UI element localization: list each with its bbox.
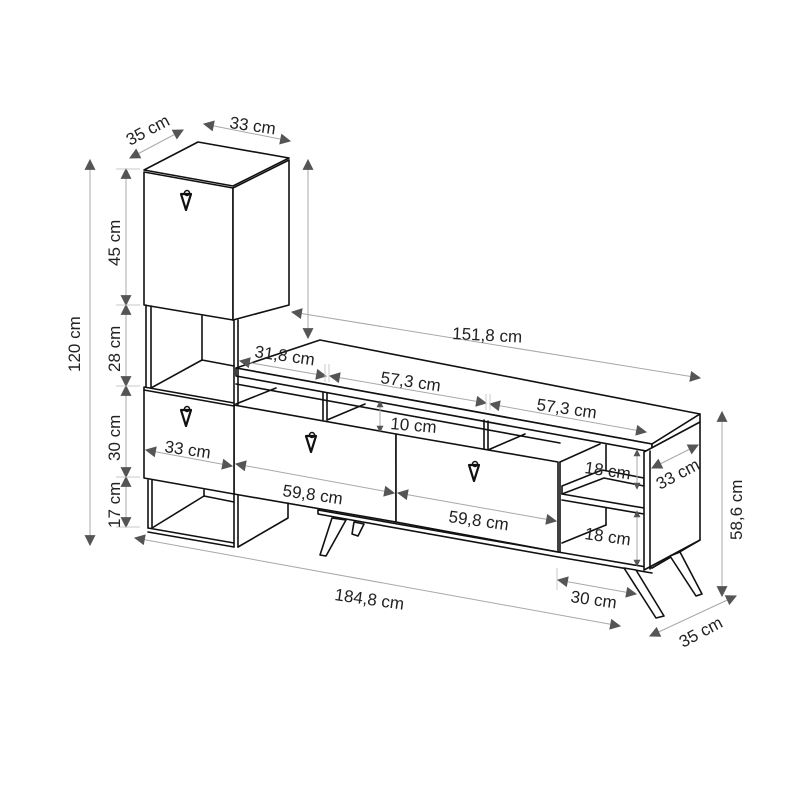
- label-unit-height: 58,6 cm: [727, 480, 746, 540]
- base-right-side: [237, 502, 289, 548]
- drawer-2: [395, 433, 559, 553]
- handle-icon: [179, 405, 193, 428]
- base-floor-back: [203, 495, 235, 503]
- label-open-shelf-height: 28 cm: [105, 326, 124, 372]
- label-lower-door-height: 30 cm: [105, 415, 124, 461]
- niche-divider-diag-3: [487, 433, 526, 451]
- handle-icon: [467, 460, 481, 483]
- dim-line-left-door: [144, 446, 234, 470]
- dimension-lines: [84, 120, 737, 637]
- niche-divider-diag-2: [326, 403, 366, 421]
- dim-line-niche-left: [238, 357, 328, 380]
- niche-divider-diag-1: [235, 387, 277, 405]
- dim-line-tv-length: [290, 308, 702, 382]
- side-shelf-middle-front-2: [561, 499, 645, 515]
- label-total-height: 120 cm: [65, 316, 84, 372]
- leg-left-front: [319, 517, 347, 557]
- label-side-shelf-width: 30 cm: [569, 587, 617, 612]
- label-tv-length: 151,8 cm: [452, 324, 523, 347]
- base-floor-front-2: [147, 531, 235, 548]
- open-shelf-floor-diag: [150, 359, 203, 389]
- tall-cabinet-upper-side: [232, 159, 290, 321]
- label-total-width: 184,8 cm: [333, 585, 405, 614]
- dim-line-drawer-1: [234, 460, 396, 497]
- lower-door-top-double: [143, 389, 235, 407]
- base-floor-diag: [151, 495, 205, 529]
- dim-line-tall-depth: [129, 129, 184, 159]
- label-niche-height: 10 cm: [390, 414, 438, 437]
- label-upper-door-height: 45 cm: [105, 220, 124, 266]
- dim-line-niche-right: [488, 400, 648, 436]
- base-floor-front: [147, 527, 235, 544]
- label-tall-width: 33 cm: [228, 113, 276, 138]
- side-shelf-back-top: [559, 443, 601, 463]
- dim-line-drawer-2: [396, 489, 558, 525]
- label-side-shelf-bottom: 18 cm: [583, 524, 631, 549]
- handle-icon: [304, 431, 318, 454]
- dim-line-side-depth: [651, 444, 699, 469]
- dim-line-side-shelf-width: [556, 576, 638, 598]
- side-shelf-middle-front: [561, 493, 645, 509]
- dim-line-unit-depth: [649, 595, 737, 637]
- dim-line-total-width: [133, 534, 622, 630]
- leg-right-back: [669, 551, 703, 597]
- label-base-shelf-height: 17 cm: [105, 482, 124, 528]
- label-tall-depth: 35 cm: [123, 111, 173, 150]
- leg-left-back: [351, 521, 365, 537]
- handle-icon: [179, 189, 193, 212]
- dim-line-niche-mid: [328, 372, 488, 407]
- label-unit-depth: 35 cm: [676, 613, 726, 652]
- dim-line-tall-width: [202, 120, 292, 145]
- open-shelf-floor-back: [201, 359, 235, 367]
